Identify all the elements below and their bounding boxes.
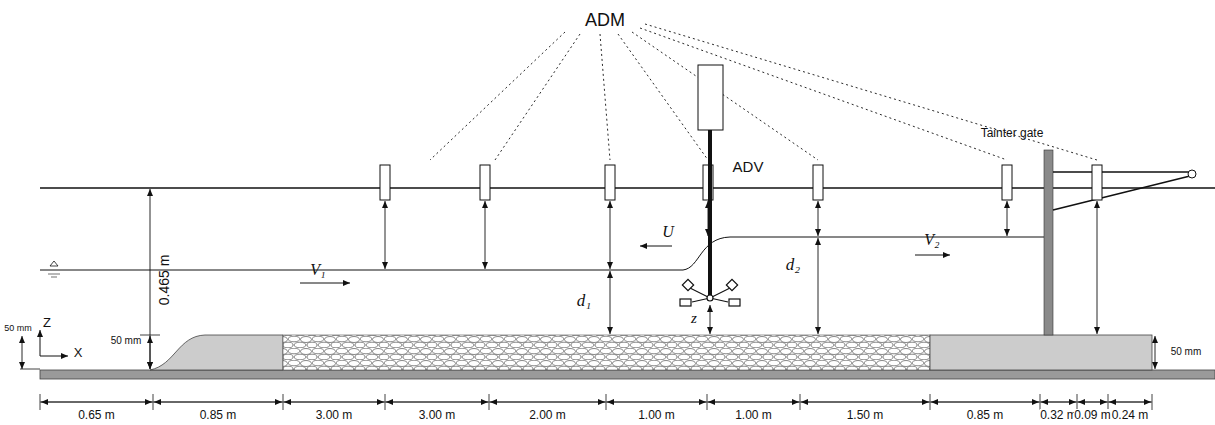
dimension-label: 50 mm <box>1171 347 1202 357</box>
dimension-label: 3.00 m <box>418 409 457 421</box>
dimension-arrow <box>931 402 1039 403</box>
dimension-label: 1.00 m <box>734 409 773 421</box>
dimension-tick <box>606 394 607 410</box>
dimension-arrow <box>1078 402 1107 403</box>
dimension-tick <box>40 394 41 410</box>
dimension-tick <box>1040 394 1041 410</box>
dimension-tick <box>800 394 801 410</box>
axis-label: X <box>74 346 83 359</box>
dimension-label: 0.24 m <box>1111 409 1150 421</box>
dimension-label: 1.50 m <box>846 409 885 421</box>
dimension-tick <box>489 394 490 410</box>
depth-label: d₂ <box>786 256 800 273</box>
velocity-label: V₁ <box>310 262 325 278</box>
dimension-tick <box>707 394 708 410</box>
dimension-arrow <box>41 402 152 403</box>
dimension-label: 0.09 m <box>1073 409 1112 421</box>
dimension-arrow <box>1109 402 1151 403</box>
dimension-tick <box>930 394 931 410</box>
dimension-tick <box>1108 394 1109 410</box>
dimension-arrow <box>154 402 282 403</box>
dimension-arrow <box>607 402 706 403</box>
dimension-label: 0.85 m <box>199 409 238 421</box>
dimension-label: 0.465 m <box>157 255 171 306</box>
dimension-label: 0.65 m <box>77 409 116 421</box>
velocity-label: V₂ <box>924 232 939 248</box>
dimension-arrow <box>1041 402 1076 403</box>
height-label: z <box>691 311 697 326</box>
dimension-tick <box>1152 394 1153 410</box>
dimension-arrow <box>708 402 799 403</box>
velocity-label: U <box>662 224 674 240</box>
dimension-tick <box>153 394 154 410</box>
probe-label: ADV <box>733 159 764 174</box>
gate-label: Tainter gate <box>981 127 1044 139</box>
dimension-tick <box>1077 394 1078 410</box>
dimension-tick <box>385 394 386 410</box>
dimension-arrow <box>284 402 384 403</box>
dimension-arrow <box>490 402 605 403</box>
dimension-arrow <box>386 402 488 403</box>
sensor-label: ADM <box>585 11 625 29</box>
axis-label: Z <box>43 316 51 329</box>
dimension-label: 50 mm <box>111 336 142 346</box>
dimension-arrow <box>801 402 929 403</box>
dimension-tick <box>283 394 284 410</box>
depth-label: d₁ <box>577 292 591 309</box>
dimension-label: 0.32 m <box>1039 409 1078 421</box>
dimension-label: 1.00 m <box>637 409 676 421</box>
dimension-label: 2.00 m <box>528 409 567 421</box>
dimension-label: 50 mm <box>4 324 32 333</box>
dimension-label: 3.00 m <box>315 409 354 421</box>
dimension-label: 0.85 m <box>966 409 1005 421</box>
